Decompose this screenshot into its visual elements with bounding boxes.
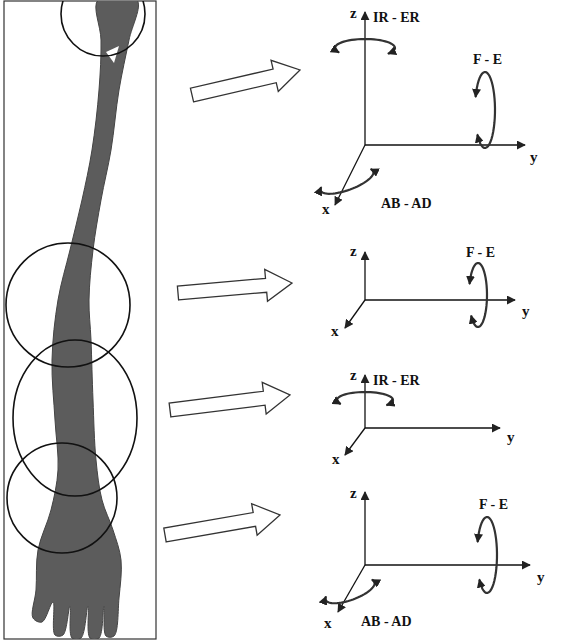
arm-silhouette-group bbox=[6, 1, 145, 639]
rotation-label: AB - AD bbox=[380, 194, 433, 212]
axis-label: y bbox=[536, 568, 546, 586]
coordinate-axis bbox=[364, 375, 365, 428]
forearm-ellipse bbox=[13, 340, 137, 496]
arm-silhouette bbox=[32, 1, 138, 639]
axis-label: y bbox=[521, 302, 531, 320]
axis-name: z bbox=[349, 485, 358, 502]
axis-name: z bbox=[349, 367, 358, 384]
axis-name: z bbox=[349, 243, 358, 260]
rotation-label: IR - ER bbox=[372, 8, 421, 26]
axis-name: y bbox=[521, 303, 531, 320]
coordinate-axis bbox=[338, 565, 365, 612]
axis-label: x bbox=[321, 200, 331, 218]
rotation-label: AB - AD bbox=[360, 612, 413, 630]
coordinate-axis bbox=[335, 145, 365, 205]
shoulder-circle bbox=[61, 1, 145, 56]
elbow-circle bbox=[6, 243, 130, 367]
motion-name: AB - AD bbox=[380, 196, 433, 212]
coordinate-axis bbox=[364, 492, 365, 565]
axis-name: x bbox=[321, 201, 331, 218]
axis-label: z bbox=[349, 484, 358, 502]
axis-name: x bbox=[323, 615, 333, 632]
motion-name: F - E bbox=[472, 52, 503, 68]
axis-label: z bbox=[349, 242, 358, 260]
coordinate-axis bbox=[365, 299, 515, 300]
axis-name: y bbox=[506, 429, 516, 446]
axis-name: z bbox=[349, 5, 358, 22]
coordinate-axis bbox=[365, 144, 525, 145]
coordinate-axis bbox=[364, 252, 365, 300]
hollow-arrow bbox=[190, 60, 300, 102]
coordinate-axis bbox=[345, 300, 365, 328]
motion-name: F - E bbox=[465, 245, 496, 261]
motion-name: F - E bbox=[478, 497, 509, 513]
axis-label: y bbox=[529, 148, 539, 166]
hollow-arrow bbox=[177, 269, 292, 301]
rotation-label: F - E bbox=[478, 495, 509, 513]
axis-label: y bbox=[506, 428, 516, 446]
rotation-arrow bbox=[337, 392, 393, 405]
axis-label: x bbox=[331, 450, 341, 468]
coordinate-axis bbox=[345, 428, 365, 455]
hollow-arrow bbox=[164, 504, 280, 542]
rotation-label: F - E bbox=[472, 50, 503, 68]
rotation-label: IR - ER bbox=[372, 371, 421, 389]
axis-label: z bbox=[349, 366, 358, 384]
wrist-circle bbox=[7, 443, 117, 553]
axis-name: y bbox=[529, 149, 539, 166]
coordinate-axis bbox=[365, 427, 500, 428]
rotation-arrow bbox=[478, 517, 497, 593]
rotation-arrow bbox=[476, 72, 495, 148]
axis-name: x bbox=[331, 451, 341, 468]
motion-name: IR - ER bbox=[372, 373, 421, 389]
rotation-arrow bbox=[321, 169, 374, 194]
rotation-arrow bbox=[470, 263, 487, 327]
coordinate-axis bbox=[365, 564, 530, 565]
axis-label: x bbox=[330, 322, 340, 340]
rotation-arrow bbox=[325, 580, 374, 604]
axis-name: x bbox=[330, 323, 340, 340]
motion-name: AB - AD bbox=[360, 614, 413, 630]
rotation-label: F - E bbox=[465, 243, 496, 261]
axis-label: z bbox=[349, 4, 358, 22]
hollow-arrow bbox=[169, 382, 290, 417]
rotation-arrow bbox=[335, 39, 395, 54]
axis-name: y bbox=[536, 569, 546, 586]
motion-name: IR - ER bbox=[372, 10, 421, 26]
axis-label: x bbox=[323, 614, 333, 632]
coordinate-axis bbox=[364, 12, 365, 145]
